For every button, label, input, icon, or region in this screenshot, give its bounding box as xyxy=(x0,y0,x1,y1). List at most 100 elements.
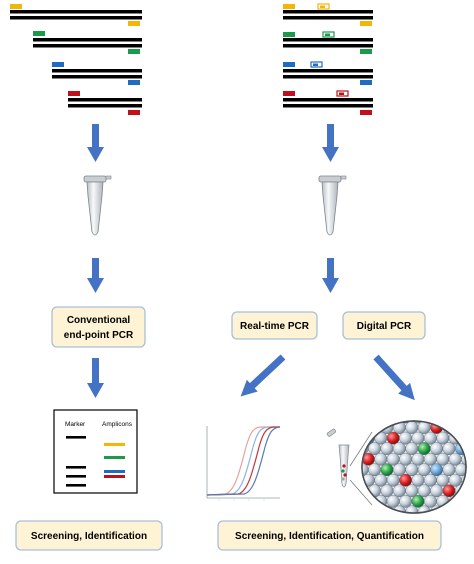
droplet xyxy=(454,421,466,434)
droplet xyxy=(423,473,437,487)
red-primer-reverse xyxy=(360,110,372,115)
droplet xyxy=(399,431,412,445)
gel-icon: Marker Amplicons xyxy=(53,409,138,494)
amplicon-band-green xyxy=(104,456,125,459)
left-result-box: Screening, Identification xyxy=(15,520,163,551)
arrow-down-icon xyxy=(322,258,339,293)
yellow-primer-reverse xyxy=(360,21,372,26)
dna-strand xyxy=(283,104,373,108)
droplet xyxy=(368,463,381,477)
droplet xyxy=(442,463,456,477)
realtime-pcr-box: Real-time PCR xyxy=(231,311,318,340)
curve-red xyxy=(206,426,280,496)
green-primer-reverse xyxy=(128,49,140,54)
droplet xyxy=(448,473,462,487)
digital-pcr-box: Digital PCR xyxy=(342,311,426,340)
droplet xyxy=(386,452,400,466)
droplet xyxy=(436,431,450,445)
droplet-icon xyxy=(361,420,467,514)
left-dna-strands xyxy=(10,4,142,115)
dna-strand xyxy=(33,44,142,48)
droplet xyxy=(436,452,450,466)
realtime-label: Real-time PCR xyxy=(240,321,310,332)
right-result-box: Screening, Identification, Quantificatio… xyxy=(217,520,442,551)
yellow-primer-reverse xyxy=(128,21,140,26)
droplet xyxy=(362,421,369,434)
droplet xyxy=(405,421,419,434)
droplet xyxy=(362,421,375,424)
dna-strand xyxy=(52,69,142,73)
dna-strand xyxy=(283,69,373,73)
conventional-label-line1: Conventional xyxy=(67,315,131,326)
droplet xyxy=(417,442,431,455)
droplet xyxy=(448,494,462,508)
left-result-label: Screening, Identification xyxy=(31,531,147,542)
digital-label: Digital PCR xyxy=(357,321,412,332)
green-primer-forward xyxy=(283,32,295,37)
yellow-primer-forward xyxy=(283,4,295,9)
droplet xyxy=(417,463,431,477)
dna-strand xyxy=(283,98,373,102)
droplet xyxy=(405,463,419,477)
droplet xyxy=(423,452,437,466)
droplet xyxy=(374,473,388,487)
droplet xyxy=(362,473,363,487)
droplet xyxy=(362,421,363,424)
droplet xyxy=(405,442,419,455)
droplet xyxy=(405,484,419,498)
tube-icon xyxy=(83,175,112,236)
amplification-curve-icon xyxy=(205,418,280,501)
callout-line xyxy=(349,431,373,467)
droplet xyxy=(411,431,425,445)
droplet xyxy=(461,494,466,508)
red-primer-forward xyxy=(283,91,295,96)
curve-light-blue xyxy=(206,426,280,496)
dna-strand xyxy=(283,44,373,48)
marker-band xyxy=(66,466,86,469)
dna-strand xyxy=(283,10,373,14)
droplet xyxy=(411,452,425,466)
right-result-label: Screening, Identification, Quantificatio… xyxy=(235,531,424,542)
dna-strand xyxy=(52,75,142,79)
green-primer-forward xyxy=(33,31,45,36)
blue-primer-forward xyxy=(52,62,64,67)
droplet xyxy=(399,494,412,508)
marker-band xyxy=(66,475,86,478)
droplet-cluster xyxy=(362,421,466,513)
droplet xyxy=(374,452,388,466)
droplet xyxy=(380,442,394,455)
tube-icon xyxy=(318,175,347,236)
right-dna-strands xyxy=(283,3,373,115)
droplet xyxy=(442,484,456,498)
droplet xyxy=(461,452,466,466)
droplet xyxy=(461,421,466,424)
droplet xyxy=(430,442,443,455)
droplet xyxy=(454,463,466,477)
green-primer-reverse xyxy=(360,49,372,54)
droplet xyxy=(380,505,394,513)
dna-strand xyxy=(10,10,142,14)
droplet xyxy=(374,431,388,445)
droplet xyxy=(411,421,425,424)
conventional-pcr-box: Conventional end-point PCR xyxy=(51,306,146,348)
arrow-down-icon xyxy=(87,258,104,293)
droplet xyxy=(442,421,456,434)
droplet xyxy=(448,421,462,424)
droplet xyxy=(405,505,419,513)
blue-primer-forward xyxy=(283,62,295,67)
droplet xyxy=(436,473,450,487)
droplet xyxy=(430,505,443,513)
droplet xyxy=(442,505,456,513)
droplet xyxy=(362,431,363,445)
curve-dark-blue xyxy=(206,426,280,496)
droplet xyxy=(436,421,450,424)
droplet xyxy=(423,494,437,508)
marker-band xyxy=(66,484,86,487)
amplicon-band-red xyxy=(104,475,125,478)
arrow-diagonal-left-icon xyxy=(240,354,286,397)
red-primer-reverse xyxy=(128,110,140,115)
droplet xyxy=(392,442,406,455)
droplet xyxy=(380,463,394,477)
